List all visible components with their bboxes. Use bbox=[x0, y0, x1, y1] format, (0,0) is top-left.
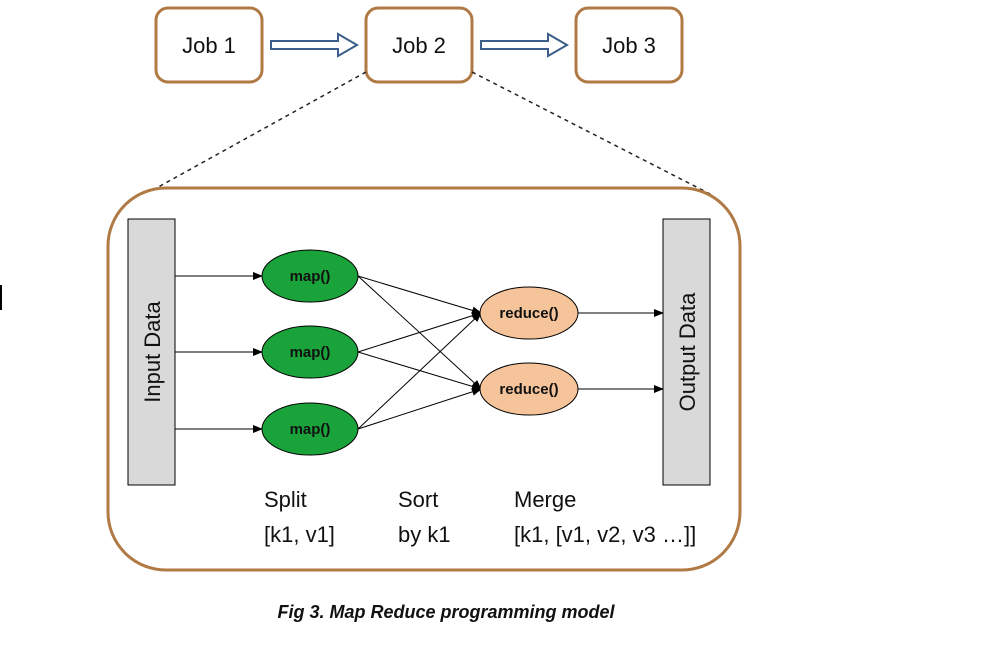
stage-sort-detail: by k1 bbox=[398, 522, 451, 547]
edge-map3-reduce1 bbox=[357, 312, 482, 430]
input-data-label: Input Data bbox=[140, 300, 165, 402]
figure-caption: Fig 3. Map Reduce programming model bbox=[277, 602, 615, 622]
input-data-bar: Input Data bbox=[127, 218, 176, 486]
stage-merge-title: Merge bbox=[514, 487, 576, 512]
map-node-label: map() bbox=[290, 344, 331, 361]
zoom-line-left bbox=[141, 71, 367, 197]
map-node-3: map() bbox=[261, 402, 359, 456]
stage-sort-title: Sort bbox=[398, 487, 438, 512]
edge-map1-reduce1 bbox=[357, 275, 482, 315]
job-label-3: Job 3 bbox=[602, 33, 656, 58]
job-box-3: Job 3 bbox=[574, 6, 684, 84]
job-label-2: Job 2 bbox=[392, 33, 446, 58]
job-box-1: Job 1 bbox=[154, 6, 264, 84]
reduce-node-2: reduce() bbox=[479, 362, 579, 416]
map-node-1: map() bbox=[261, 249, 359, 303]
edge-map2-reduce1 bbox=[357, 311, 482, 353]
job-arrow-2 bbox=[480, 32, 569, 58]
edge-map3-reduce2 bbox=[357, 387, 482, 430]
output-data-bar: Output Data bbox=[662, 218, 711, 486]
stage-split-title: Split bbox=[264, 487, 307, 512]
reduce-node-label: reduce() bbox=[499, 305, 558, 322]
map-node-label: map() bbox=[290, 421, 331, 438]
stage-merge-detail: [k1, [v1, v2, v3 …]] bbox=[514, 522, 696, 547]
job-detail-frame bbox=[106, 186, 742, 572]
map-node-2: map() bbox=[261, 325, 359, 379]
output-data-label: Output Data bbox=[675, 292, 700, 411]
reduce-node-label: reduce() bbox=[499, 381, 558, 398]
stage-split-detail: [k1, v1] bbox=[264, 522, 335, 547]
reduce-node-1: reduce() bbox=[479, 286, 579, 340]
job-box-2: Job 2 bbox=[364, 6, 474, 84]
job-label-1: Job 1 bbox=[182, 33, 236, 58]
zoom-line-right bbox=[471, 71, 715, 197]
map-node-label: map() bbox=[290, 268, 331, 285]
job-arrow-1 bbox=[270, 32, 359, 58]
